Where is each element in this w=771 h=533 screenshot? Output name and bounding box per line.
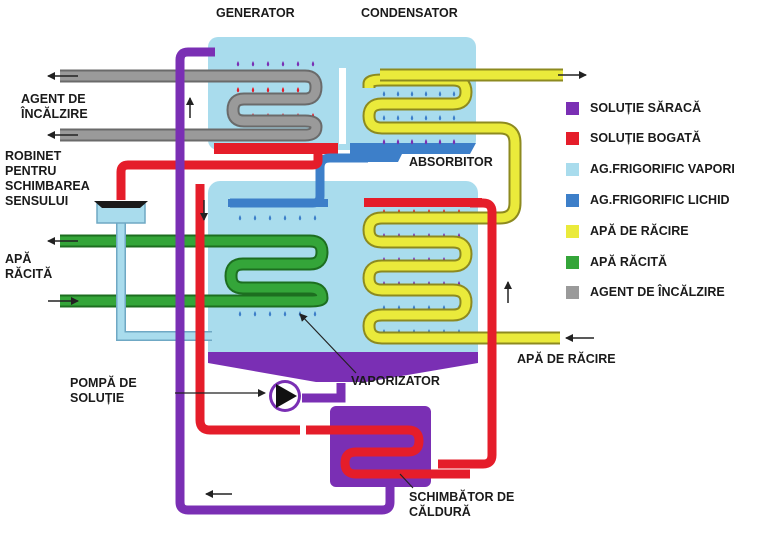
generator-label: GENERATOR [216, 6, 295, 20]
legend-swatch [566, 225, 579, 238]
generator-rich-tray [214, 143, 338, 154]
droplet [236, 87, 240, 93]
droplet [251, 87, 255, 93]
legend-swatch [566, 256, 579, 269]
droplet [281, 61, 285, 67]
upper-divider [339, 68, 346, 144]
droplet [266, 87, 270, 93]
droplet [438, 115, 442, 121]
droplet [424, 91, 428, 97]
legend-label: AG.FRIGORIFIC LICHID [590, 193, 730, 207]
reversing-valve-disk [94, 201, 148, 208]
droplet [382, 91, 386, 97]
poor-solution-pipes [175, 47, 395, 515]
heating-agent-coil [60, 69, 323, 142]
droplet [298, 215, 302, 221]
solution-pump[interactable] [269, 380, 301, 412]
droplet [268, 311, 272, 317]
droplet [396, 115, 400, 121]
droplet [253, 215, 257, 221]
heat-exchanger-coil [320, 425, 470, 479]
chilled-water-label: APĂ RĂCITĂ [5, 252, 53, 281]
cooling-water-label: APĂ DE RĂCIRE [517, 352, 616, 366]
droplet [296, 87, 300, 93]
legend-swatch [566, 102, 579, 115]
droplet [311, 61, 315, 67]
droplet [266, 61, 270, 67]
droplet [283, 311, 287, 317]
droplet [238, 215, 242, 221]
droplet [236, 61, 240, 67]
vaporizer-leader [299, 313, 357, 374]
heat-exchanger-label: SCHIMBĂTOR DE CĂLDURĂ [409, 490, 515, 519]
chilled-water-coil [60, 234, 329, 308]
heating-agent-label: AGENT DE ÎNCĂLZIRE [21, 92, 88, 121]
droplet [382, 139, 386, 145]
condenser-liquid-tray [350, 143, 476, 162]
droplet [452, 139, 456, 145]
droplet [281, 87, 285, 93]
vaporizer-label: VAPORIZATOR [351, 374, 440, 388]
droplet [410, 139, 414, 145]
legend-label: SOLUȚIE SĂRACĂ [590, 101, 702, 115]
pump-label: POMPĂ DE SOLUȚIE [70, 376, 137, 405]
droplet [396, 91, 400, 97]
absorber-label: ABSORBITOR [409, 155, 493, 169]
legend-swatch [566, 163, 579, 176]
droplet [382, 115, 386, 121]
droplet [424, 115, 428, 121]
legend-label: APĂ DE RĂCIRE [590, 224, 689, 238]
legend-label: APĂ RĂCITĂ [590, 255, 668, 269]
droplet [438, 91, 442, 97]
legend-swatch [566, 194, 579, 207]
legend-swatch [566, 286, 579, 299]
droplet [452, 115, 456, 121]
legend-label: AG.FRIGORIFIC VAPORI [590, 162, 735, 176]
droplet [238, 311, 242, 317]
exchanger-leader [399, 473, 414, 489]
droplet [313, 311, 317, 317]
droplet [268, 215, 272, 221]
droplet [253, 311, 257, 317]
droplet [283, 215, 287, 221]
droplet [296, 61, 300, 67]
cooling-water-circuit [362, 68, 563, 345]
legend-swatch [566, 132, 579, 145]
droplet [424, 139, 428, 145]
droplet [410, 91, 414, 97]
droplet [452, 91, 456, 97]
condensator-label: CONDENSATOR [361, 6, 458, 20]
legend-label: AGENT DE ÎNCĂLZIRE [590, 285, 725, 299]
droplet [410, 115, 414, 121]
droplet [251, 61, 255, 67]
droplet [438, 139, 442, 145]
absorber-spray-header [364, 198, 482, 207]
droplet [396, 139, 400, 145]
evaporator-spray-header [228, 199, 328, 207]
legend-label: SOLUȚIE BOGATĂ [590, 131, 701, 145]
droplet [313, 215, 317, 221]
reversing-valve-label: ROBINET PENTRU SCHIMBAREA SENSULUI [5, 149, 90, 208]
